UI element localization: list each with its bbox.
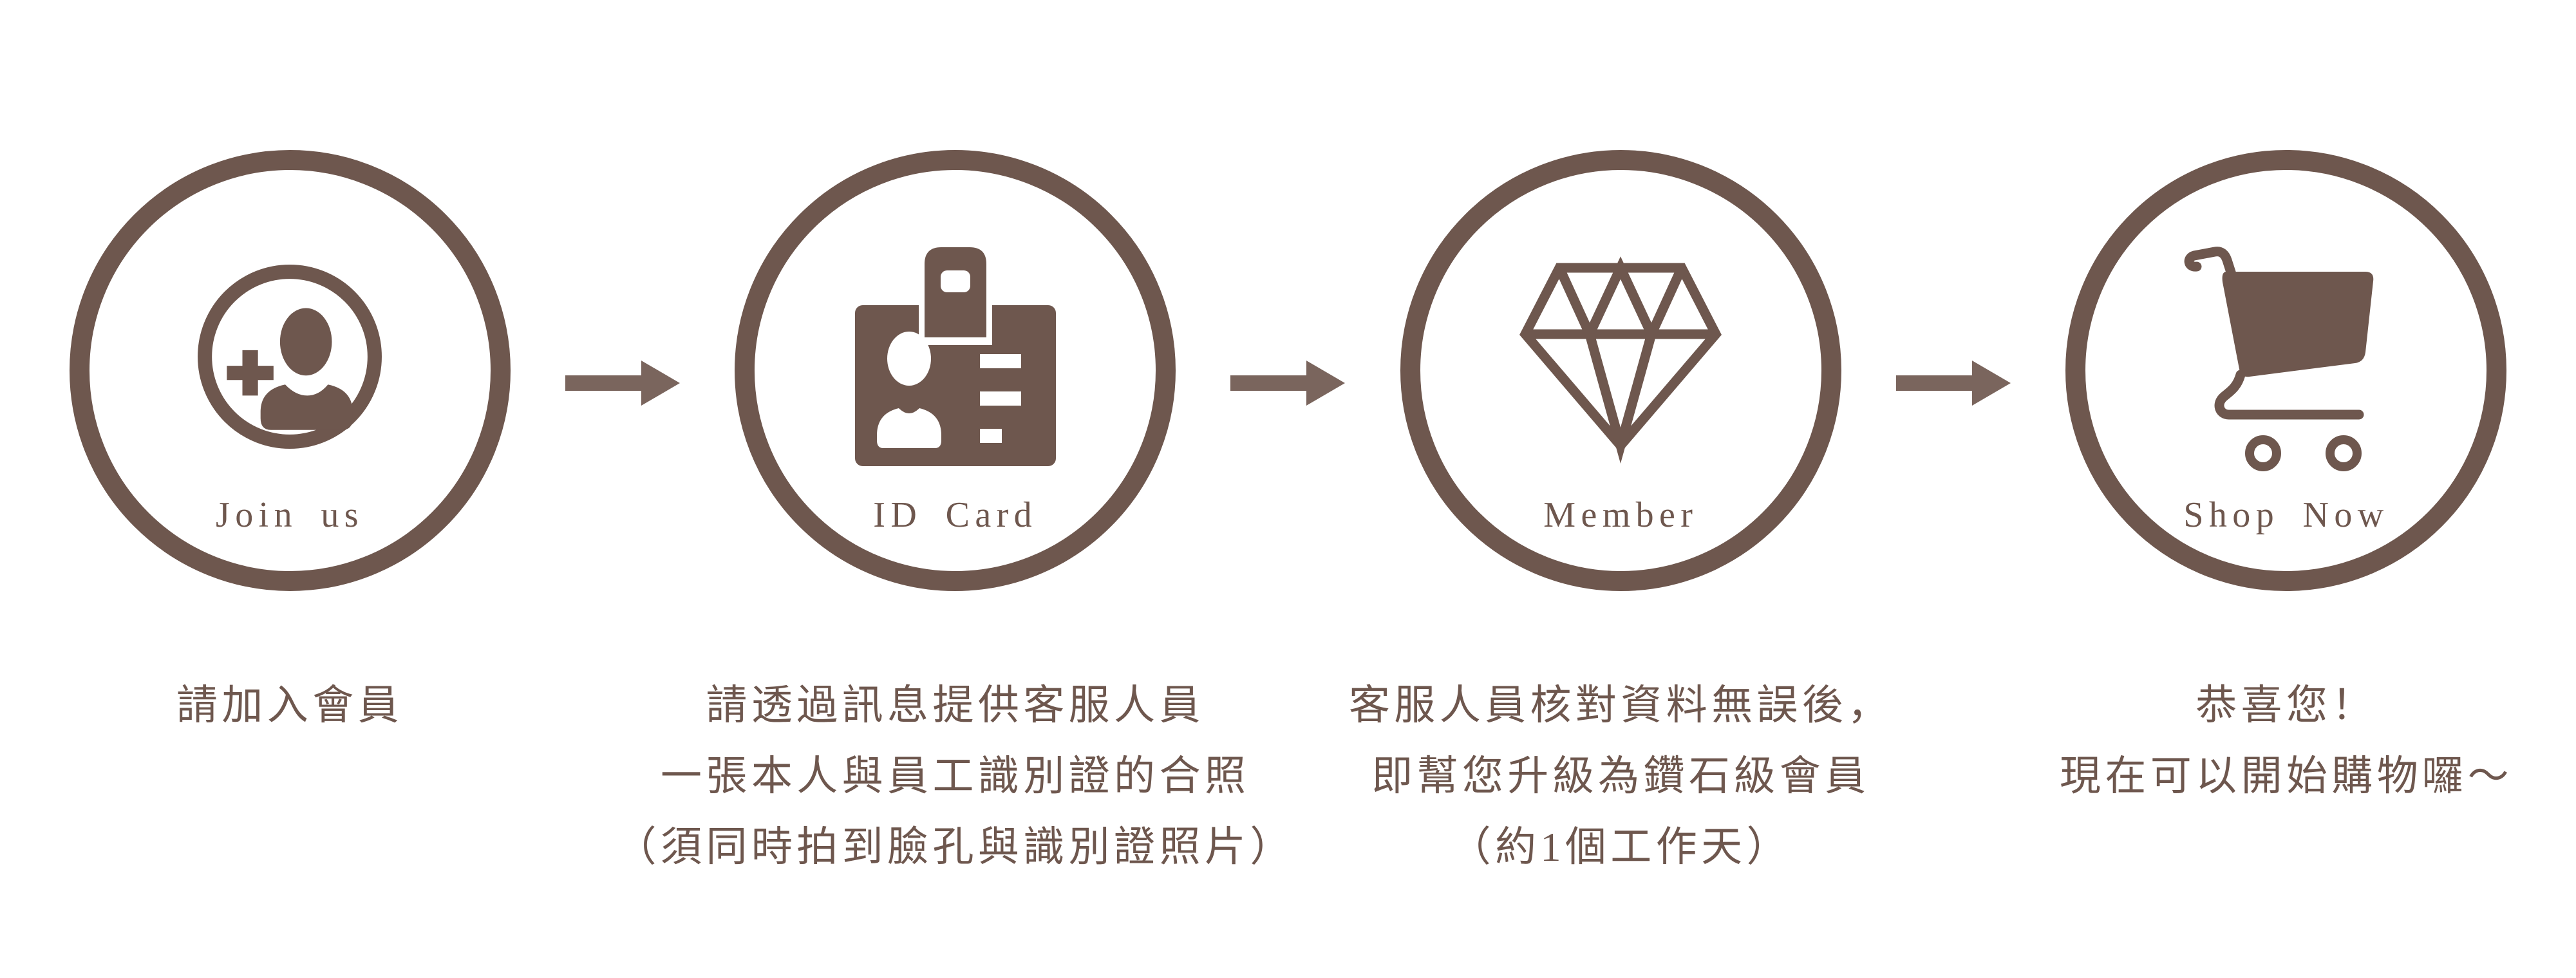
arrow-right-icon (1896, 361, 2011, 409)
step-member: Member 客服人員核對資料無誤後， 即幫您升級為鑽石級會員 （約1個工作天） (1349, 150, 1888, 883)
flow-row: Join us 請加入會員 (26, 150, 2550, 883)
step-label: Join us (216, 495, 364, 535)
diamond-icon (1498, 254, 1743, 464)
step-caption: 請透過訊息提供客服人員 一張本人與員工識別證的合照 （須同時拍到臉孔與識別證照片… (616, 670, 1295, 883)
caption-line: （須同時拍到臉孔與識別證照片） (615, 824, 1295, 870)
step-label: Shop Now (2183, 495, 2389, 535)
cart-icon (2164, 246, 2409, 471)
id-card-icon (833, 247, 1078, 466)
arrow-right-icon (565, 361, 680, 409)
step-shop-now: Shop Now 恭喜您！ 現在可以開始購物囉～ (2022, 150, 2550, 812)
step-id-card: ID Card 請透過訊息提供客服人員 一張本人與員工識別證的合照 （須同時拍到… (616, 150, 1291, 883)
step-caption: 恭喜您！ 現在可以開始購物囉～ (2060, 670, 2513, 812)
add-user-icon (167, 254, 412, 460)
caption-line: 請加入會員 (176, 682, 403, 728)
caption-line: 恭喜您！ (2195, 682, 2377, 728)
step-join-us: Join us 請加入會員 (26, 150, 554, 741)
caption-line: （約1個工作天） (1449, 824, 1792, 870)
caption-line: 即幫您升級為鑽石級會員 (1371, 753, 1870, 799)
step-caption: 請加入會員 (176, 670, 403, 741)
step-label: ID Card (873, 495, 1038, 535)
step-label: Member (1543, 495, 1698, 535)
step-caption: 客服人員核對資料無誤後， 即幫您升級為鑽石級會員 （約1個工作天） (1349, 670, 1893, 883)
caption-line: 請透過訊息提供客服人員 (706, 682, 1205, 728)
caption-line: 客服人員核對資料無誤後， (1348, 682, 1893, 728)
caption-line: 現在可以開始購物囉～ (2059, 753, 2513, 799)
caption-line: 一張本人與員工識別證的合照 (661, 753, 1250, 799)
arrow-right-icon (1230, 361, 1346, 409)
step-circle-member: Member (1400, 150, 1841, 591)
step-circle-shop-now: Shop Now (2065, 150, 2507, 591)
step-circle-join-us: Join us (69, 150, 511, 591)
step-circle-id-card: ID Card (735, 150, 1176, 591)
